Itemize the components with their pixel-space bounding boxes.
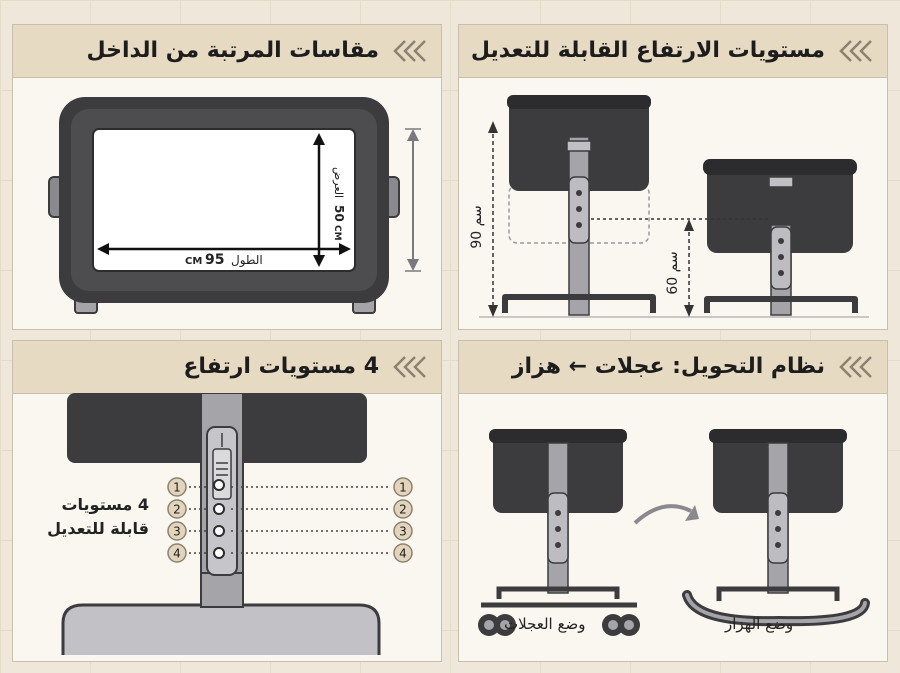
conversion-drawing: [478, 429, 870, 636]
svg-text:1: 1: [173, 481, 181, 495]
level-badge-left-2: 2: [167, 499, 187, 519]
panel-adjustable-height: مستويات الارتفاع القابلة للتعديل 90 سم: [458, 24, 888, 330]
length-unit: CM: [185, 256, 202, 267]
svg-text:2: 2: [173, 503, 181, 517]
panel-title: 4 مستويات ارتفاع: [183, 354, 379, 379]
chevron-double-icon: [393, 40, 426, 62]
level-badge-right-3: 3: [393, 521, 413, 541]
level-badge-left-3: 3: [167, 521, 187, 541]
panel-mattress-dimensions: مقاسات المرتبة من الداخل الطول 95 CM الع…: [12, 24, 442, 330]
wheels-mode-label: وضع العجلات: [504, 615, 586, 633]
panel-conversion-system: نظام التحويل: عجلات ← هزاز: [458, 340, 888, 662]
width-label: العرض: [332, 167, 345, 198]
wheels-mode-crib: [478, 429, 640, 636]
mattress-top-view-drawing: الطول 95 CM العرض 50 CM: [48, 97, 421, 314]
panel-title: مستويات الارتفاع القابلة للتعديل: [470, 38, 825, 63]
width-value: 50: [332, 205, 346, 222]
svg-text:4: 4: [173, 547, 181, 561]
rocker-mode-label: وضع الهزاز: [725, 615, 794, 633]
panel-four-levels: 4 مستويات ارتفاع 1: [12, 340, 442, 662]
width-unit: CM: [332, 225, 342, 241]
svg-text:3: 3: [173, 525, 181, 539]
svg-text:3: 3: [399, 525, 407, 539]
panel-title: نظام التحويل: عجلات ← هزاز: [511, 354, 825, 379]
panel-header: مستويات الارتفاع القابلة للتعديل: [459, 25, 887, 78]
panel-header: نظام التحويل: عجلات ← هزاز: [459, 341, 887, 394]
svg-text:1: 1: [399, 481, 407, 495]
conversion-arrow-icon: [633, 504, 692, 525]
rocker-mode-crib: [682, 429, 870, 627]
height-comparison-drawing: 90 سم 60 سم: [469, 95, 869, 318]
height-levels-closeup-drawing: 1 2 3 4 1 2 3 4: [61, 393, 413, 655]
length-label: الطول: [231, 253, 263, 268]
level-badge-right-4: 4: [393, 543, 413, 563]
level-badge-right-2: 2: [393, 499, 413, 519]
chevron-double-icon: [839, 40, 872, 62]
level-badge-left-4: 4: [167, 543, 187, 563]
length-value: 95: [205, 252, 224, 268]
levels-description-line2: قابلة للتعديل: [47, 519, 149, 538]
svg-text:2: 2: [399, 503, 407, 517]
level-badge-right-1: 1: [393, 477, 413, 497]
level-badge-left-1: 1: [167, 477, 187, 497]
panel-title: مقاسات المرتبة من الداخل: [86, 38, 379, 63]
panel-header: مقاسات المرتبة من الداخل: [13, 25, 441, 78]
levels-description-line1: 4 مستويات: [61, 495, 149, 514]
chevron-double-icon: [393, 356, 426, 378]
min-height-label: 60 سم: [665, 251, 681, 294]
panel-header: 4 مستويات ارتفاع: [13, 341, 441, 394]
svg-text:4: 4: [399, 547, 407, 561]
max-height-label: 90 سم: [469, 205, 485, 248]
chevron-double-icon: [839, 356, 872, 378]
levels-description: 4 مستويات قابلة للتعديل: [29, 493, 149, 541]
